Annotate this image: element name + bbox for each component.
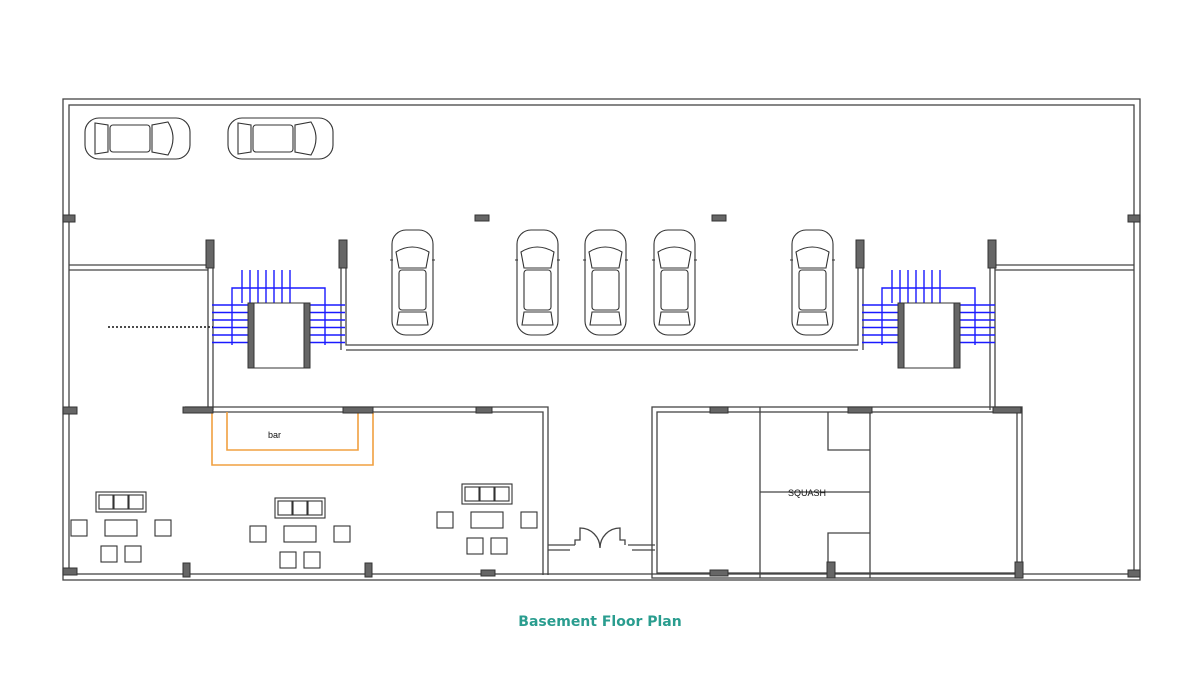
- column: [987, 239, 997, 269]
- sofa-cushion: [494, 486, 510, 502]
- stair-well: [897, 302, 961, 369]
- car-rear-window: [658, 311, 691, 326]
- armchair: [333, 525, 351, 543]
- column: [847, 406, 873, 414]
- car: [652, 229, 697, 336]
- column: [709, 569, 729, 577]
- staircase-left: [212, 270, 345, 369]
- car: [390, 229, 435, 336]
- column: [1127, 569, 1141, 578]
- column: [1127, 214, 1141, 223]
- stair-wall: [897, 302, 905, 369]
- sofa-cushion: [277, 500, 293, 516]
- car-windshield: [588, 246, 623, 269]
- coffee-table: [470, 511, 504, 529]
- car-windshield: [294, 121, 317, 156]
- car-roof: [398, 269, 427, 311]
- column: [709, 406, 729, 414]
- column: [182, 562, 191, 578]
- column: [364, 562, 373, 578]
- car-windshield: [657, 246, 692, 269]
- column: [480, 569, 496, 577]
- car-roof: [252, 124, 294, 153]
- bar-counter: [211, 412, 374, 466]
- armchair: [154, 519, 172, 537]
- coffee-table: [104, 519, 138, 537]
- car-windshield: [520, 246, 555, 269]
- stair-treads: [212, 270, 345, 345]
- column: [475, 406, 493, 414]
- bar-label: bar: [268, 430, 281, 440]
- car-rear-window: [589, 311, 622, 326]
- armchair: [303, 551, 321, 569]
- sofa-cushion: [128, 494, 144, 510]
- car: [84, 117, 191, 160]
- car-windshield: [151, 121, 174, 156]
- sofa-cushion: [464, 486, 480, 502]
- stair-treads: [862, 270, 995, 345]
- car: [227, 117, 334, 160]
- stair-well: [247, 302, 311, 369]
- sofa-cushion: [479, 486, 495, 502]
- columns: [62, 214, 1141, 579]
- car-roof: [798, 269, 827, 311]
- armchair: [490, 537, 508, 555]
- car-roof: [660, 269, 689, 311]
- seating-group: [436, 483, 538, 555]
- column: [711, 214, 727, 222]
- car-roof: [523, 269, 552, 311]
- staircase-right: [862, 270, 995, 369]
- armchair: [70, 519, 88, 537]
- column: [62, 406, 78, 415]
- column: [62, 567, 78, 576]
- seating-group: [249, 497, 351, 569]
- parked-cars: [84, 117, 835, 336]
- car-roof: [591, 269, 620, 311]
- sofa-cushion: [307, 500, 323, 516]
- column: [62, 214, 76, 223]
- car-windshield: [395, 246, 430, 269]
- car-rear-window: [237, 122, 252, 155]
- armchair: [249, 525, 267, 543]
- armchair: [466, 537, 484, 555]
- armchair: [279, 551, 297, 569]
- armchair: [100, 545, 118, 563]
- sofa-cushion: [98, 494, 114, 510]
- sofa-cushion: [113, 494, 129, 510]
- column: [182, 406, 214, 414]
- column: [992, 406, 1022, 414]
- stair-wall: [247, 302, 255, 369]
- car: [583, 229, 628, 336]
- armchair: [436, 511, 454, 529]
- car-rear-window: [521, 311, 554, 326]
- stair-wall: [303, 302, 311, 369]
- car-rear-window: [796, 311, 829, 326]
- car: [515, 229, 560, 336]
- plan-caption: Basement Floor Plan: [518, 614, 682, 630]
- armchair: [520, 511, 538, 529]
- car-windshield: [795, 246, 830, 269]
- armchair: [124, 545, 142, 563]
- column: [342, 406, 374, 414]
- column: [826, 561, 836, 579]
- coffee-table: [283, 525, 317, 543]
- lounge-furniture: [70, 483, 538, 569]
- seating-group: [70, 491, 172, 563]
- stair-wall: [953, 302, 961, 369]
- car-rear-window: [396, 311, 429, 326]
- column: [855, 239, 865, 269]
- car-rear-window: [94, 122, 109, 155]
- column: [474, 214, 490, 222]
- column: [338, 239, 348, 269]
- column: [205, 239, 215, 269]
- squash-label: SQUASH: [788, 488, 826, 498]
- outer-walls: [62, 98, 1141, 581]
- column: [1014, 561, 1024, 579]
- car: [790, 229, 835, 336]
- car-roof: [109, 124, 151, 153]
- sofa-cushion: [292, 500, 308, 516]
